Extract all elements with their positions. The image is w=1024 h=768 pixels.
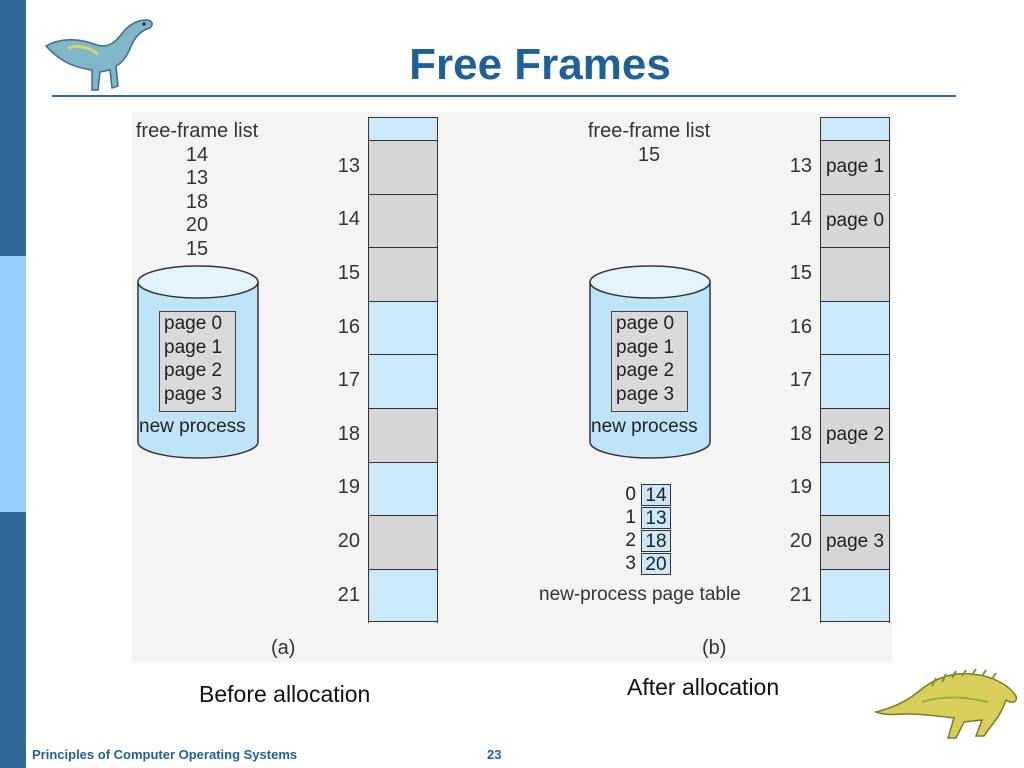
- left-sidebar: [0, 0, 26, 768]
- free-frame-number: 13: [185, 167, 209, 189]
- page-table-frame: 18: [641, 530, 671, 552]
- memory-frame: [369, 354, 437, 408]
- memory-frame: [821, 354, 889, 408]
- memory-frame: [369, 193, 437, 248]
- free-frame-list-label: free-frame list: [135, 120, 259, 142]
- dinosaur-top-icon: [44, 19, 153, 91]
- sublabel-a: (a): [271, 637, 296, 659]
- footer-course: Principles of Computer Operating Systems: [32, 747, 298, 762]
- memory-frame: page 2: [821, 408, 889, 462]
- free-frame-number: 20: [185, 214, 209, 236]
- frame-number: 18: [789, 422, 812, 445]
- memory-frame: [821, 300, 889, 355]
- page-table-label: new-process page table: [539, 584, 741, 605]
- frame-content: page 0: [825, 209, 885, 231]
- memory-frame: [369, 408, 437, 462]
- frame-number: 20: [337, 530, 360, 552]
- sublabel-b: (b): [702, 637, 727, 659]
- frame-number: 15: [789, 262, 812, 284]
- frame-number: 17: [789, 369, 812, 392]
- free-frame-list-b: free-frame list 15: [583, 120, 715, 167]
- page-table-frame: 14: [641, 484, 671, 506]
- frame-number: 16: [789, 315, 812, 338]
- free-frame-number: 18: [185, 190, 209, 213]
- disk-page: page 1: [164, 336, 223, 358]
- page-table-index: 2: [625, 530, 636, 551]
- frame-content: page 2: [825, 424, 885, 446]
- frame-number: 21: [789, 583, 812, 606]
- memory-frame: [369, 568, 437, 623]
- frame-number: 21: [337, 583, 360, 606]
- disk-page: page 3: [164, 383, 223, 405]
- page-table-frame: 20: [641, 553, 671, 575]
- frame-number: 13: [789, 154, 812, 177]
- frame-number: 14: [789, 208, 812, 231]
- memory-frame: [369, 461, 437, 516]
- frame-number: 19: [789, 476, 812, 499]
- memory-frame: [369, 300, 437, 355]
- free-frame-number: 15: [185, 237, 209, 260]
- disk-page: page 0: [164, 313, 223, 334]
- memory-column-b: page 1 page 0 page 2 page 3: [820, 117, 890, 623]
- caption-after: After allocation: [627, 674, 780, 700]
- page-table-frame: 13: [641, 507, 671, 529]
- disk-page: page 0: [616, 313, 675, 334]
- frame-number: 19: [337, 476, 360, 499]
- footer-page-number: 23: [487, 747, 502, 762]
- memory-frame: page 3: [821, 515, 889, 569]
- frame-number: 17: [337, 369, 360, 392]
- dinosaur-bottom-icon: [873, 668, 1018, 739]
- disk-page: page 2: [616, 360, 675, 381]
- frame-number: 15: [337, 262, 360, 284]
- frame-number: 18: [337, 422, 360, 445]
- memory-column-a: [368, 117, 438, 623]
- disk-page: page 3: [616, 383, 675, 405]
- memory-frame: [821, 117, 889, 140]
- memory-frame: [369, 515, 437, 569]
- frame-number: 13: [337, 154, 360, 177]
- sidebar-highlight: [0, 256, 26, 512]
- disk-pages-a: page 0 page 1 page 2 page 3: [159, 311, 236, 412]
- disk-pages-b: page 0 page 1 page 2 page 3: [611, 311, 688, 412]
- memory-frame: [821, 247, 889, 301]
- page-table-index: 1: [625, 507, 636, 528]
- frame-content: page 1: [825, 156, 885, 178]
- free-frame-list-a: free-frame list 14 13 18 20 15: [132, 120, 262, 261]
- free-frame-number: 14: [185, 143, 209, 166]
- disk-label-a: new process: [139, 416, 246, 437]
- frame-number: 20: [789, 530, 812, 552]
- caption-before: Before allocation: [199, 681, 371, 707]
- memory-frame: [369, 117, 437, 140]
- free-frame-number: 15: [637, 143, 661, 166]
- title-rule: [52, 95, 956, 97]
- frame-number: 16: [337, 315, 360, 338]
- frame-content: page 3: [825, 531, 885, 553]
- memory-frame: [821, 461, 889, 516]
- memory-frame: [821, 568, 889, 623]
- memory-frame: [369, 247, 437, 301]
- free-frame-list-label: free-frame list: [587, 120, 711, 142]
- memory-frame: [369, 140, 437, 194]
- page-table-index: 0: [625, 484, 636, 505]
- memory-frame: page 1: [821, 140, 889, 194]
- slide-title: Free Frames: [409, 40, 671, 89]
- page-table-index: 3: [625, 553, 636, 574]
- disk-label-b: new process: [591, 416, 698, 437]
- frame-number: 14: [337, 208, 360, 231]
- disk-page: page 2: [164, 360, 223, 381]
- memory-frame: page 0: [821, 193, 889, 248]
- disk-page: page 1: [616, 336, 675, 358]
